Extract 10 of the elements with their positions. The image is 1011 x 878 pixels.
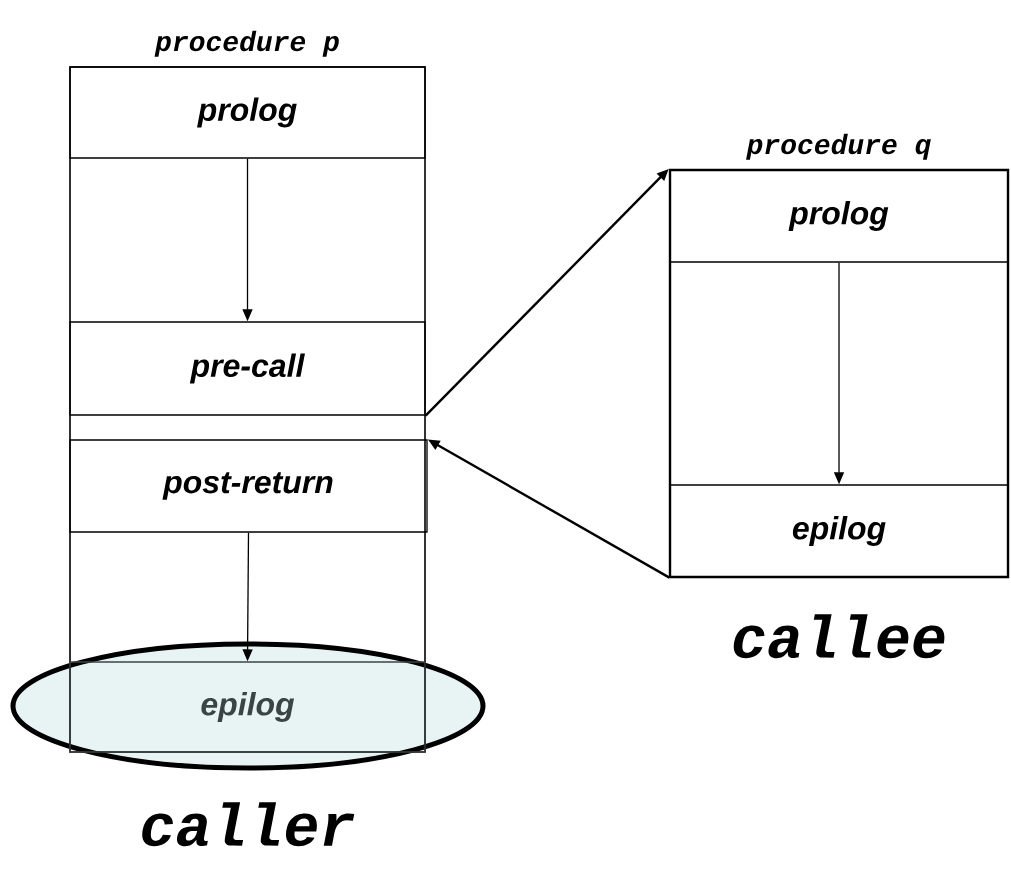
section-box: epilog [669, 484, 1009, 578]
section-box: prolog [69, 66, 426, 159]
role-caption: callee [733, 614, 945, 659]
section-box: prolog [669, 169, 1009, 263]
section-box: pre-call [69, 321, 426, 416]
procedure-heading: procedure p [154, 30, 339, 57]
section-box: post-return [69, 439, 428, 533]
section-box: epilog [69, 661, 426, 753]
procedure-heading: procedure q [746, 133, 931, 160]
role-caption: caller [142, 802, 355, 847]
